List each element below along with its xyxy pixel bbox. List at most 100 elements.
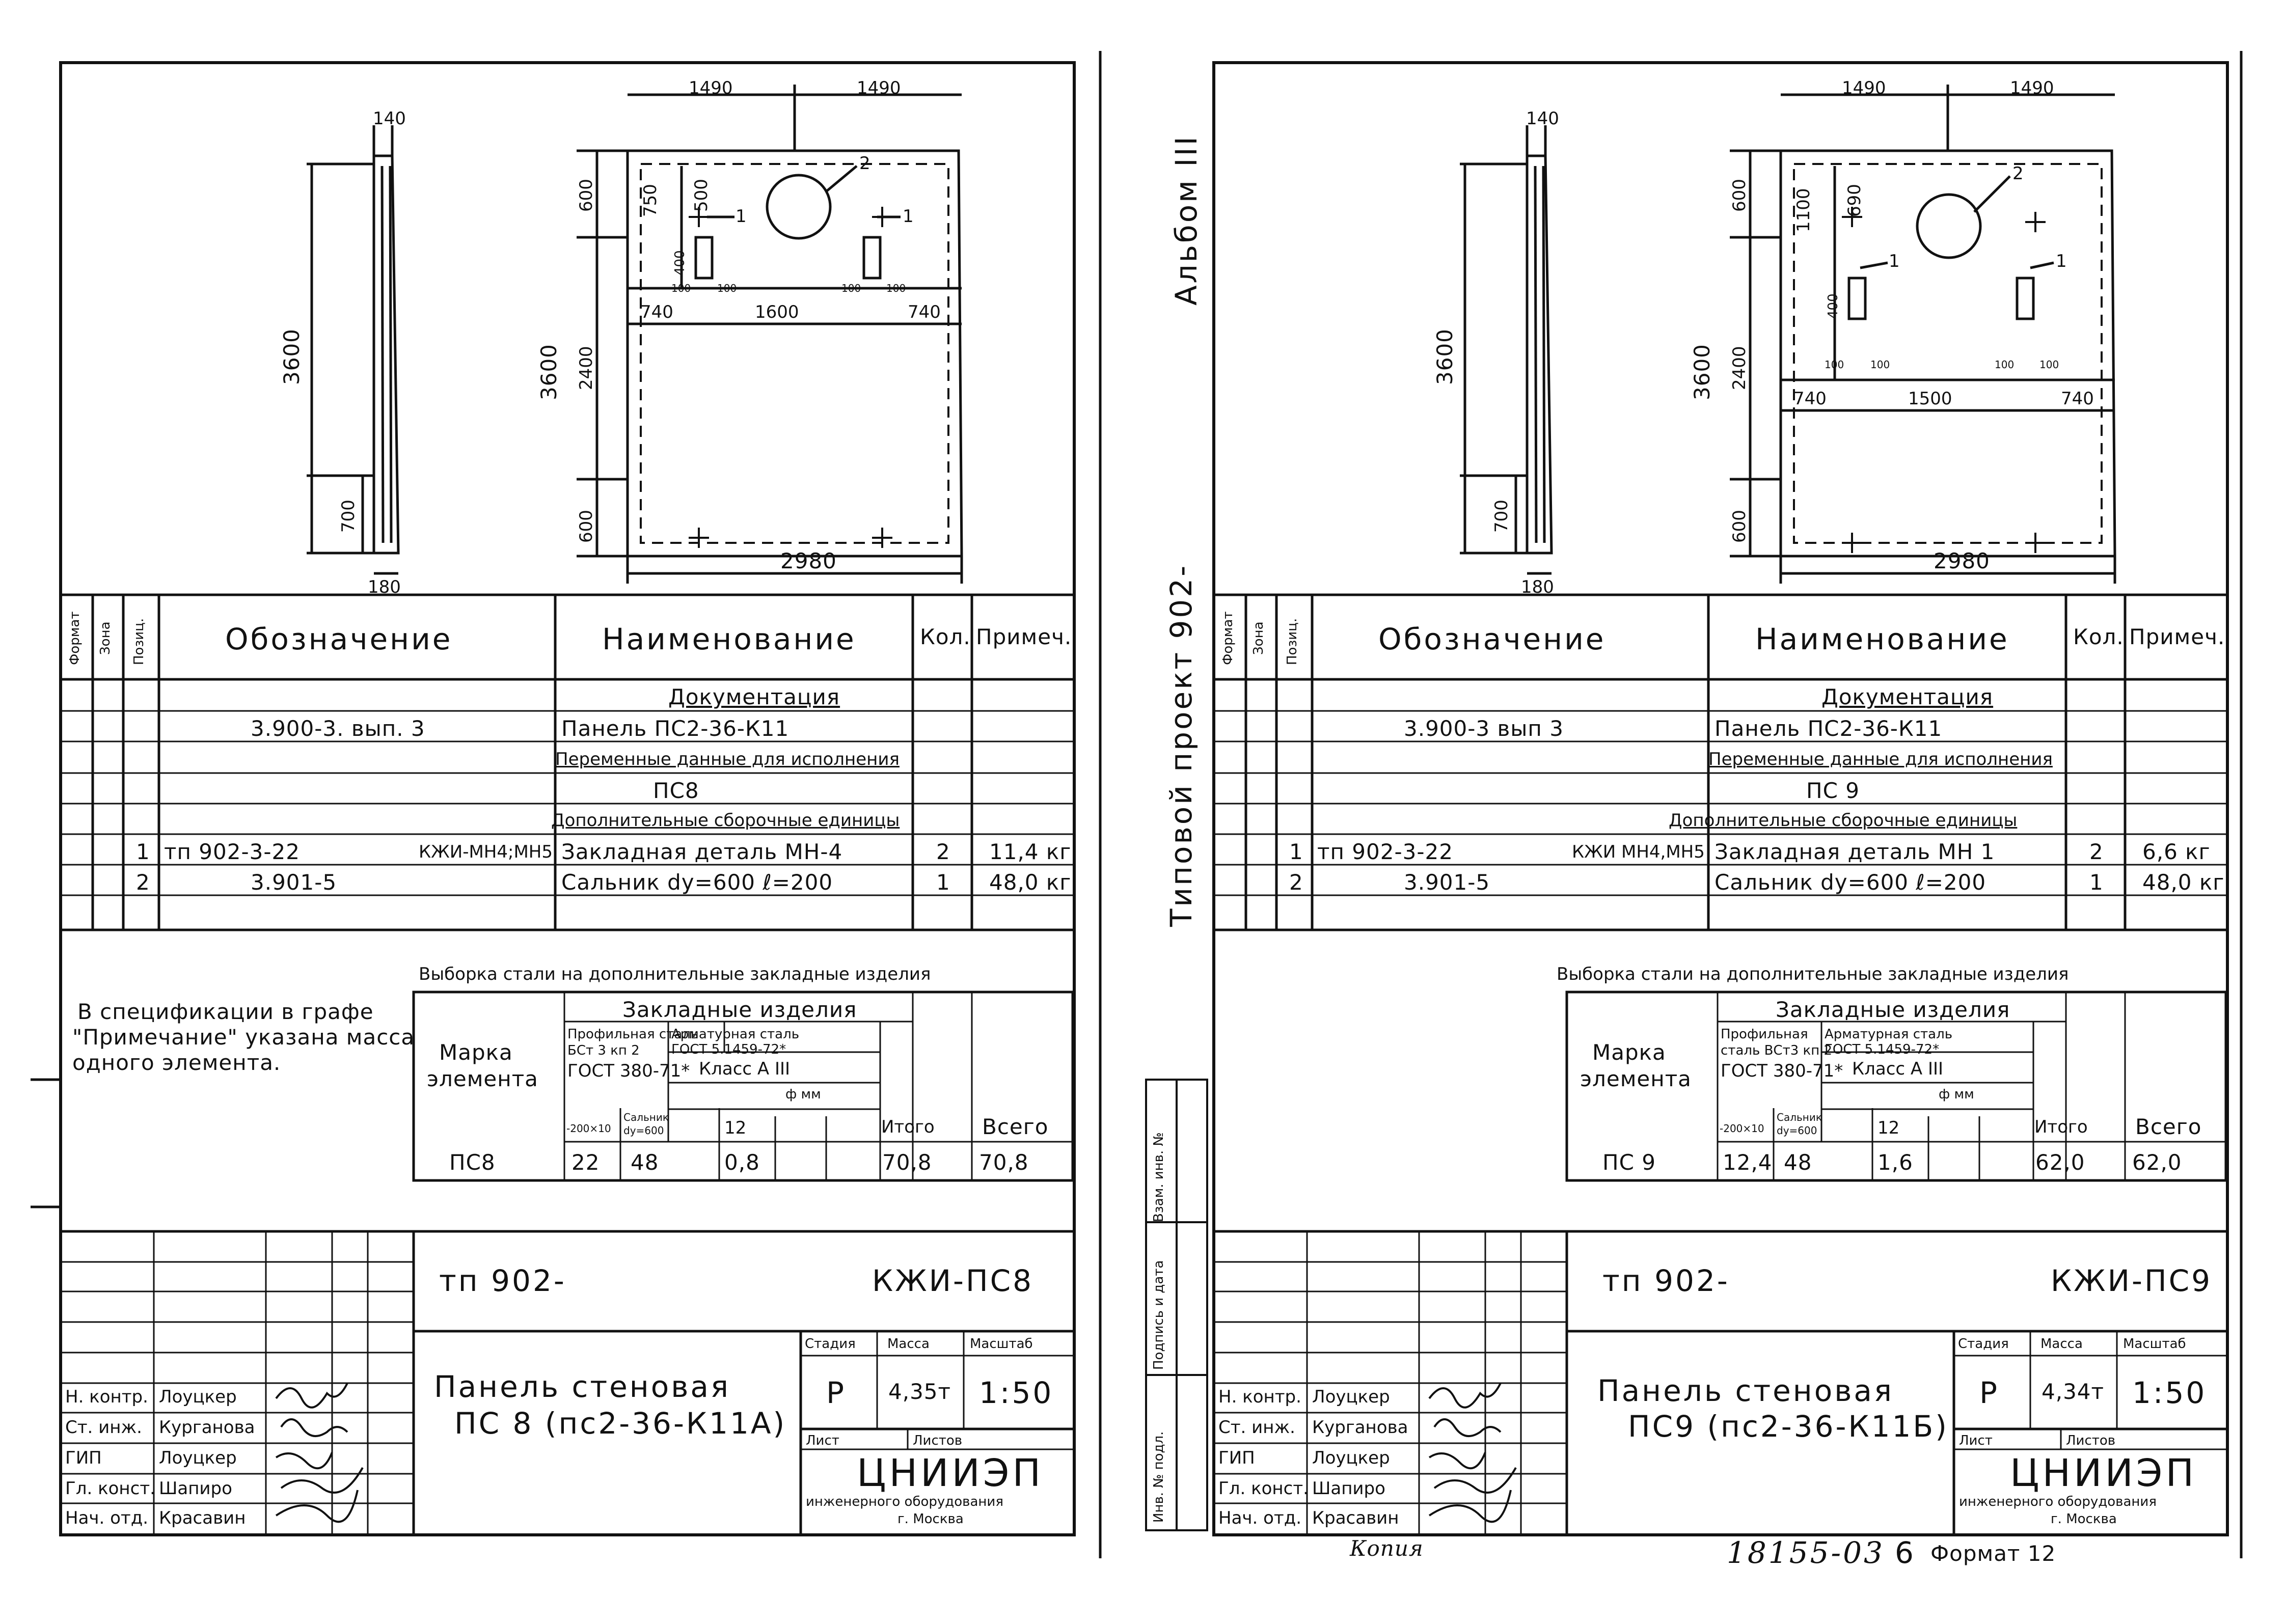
footer-copy: Копия [1350, 1536, 1424, 1561]
variant: ПС 9 [1806, 778, 1860, 803]
steel-mark-label-1: Марка [1592, 1040, 1666, 1065]
steel-sub-2b: dy=600 [623, 1124, 664, 1137]
margin-album: Альбом III [1169, 134, 1204, 306]
person-2-name: Курганова [159, 1417, 255, 1438]
steel-sub-1: -200×10 [566, 1122, 611, 1135]
steel-prof-1: Профильная [1721, 1027, 1808, 1042]
dim-d3: 100 [1995, 359, 2015, 371]
remark-line-2: "Примечание" указана масса [72, 1025, 415, 1050]
stamp-mass-label: Масса [887, 1336, 930, 1352]
row-1-name: Закладная деталь МН-4 [561, 839, 843, 864]
remark-line-3: одного элемента. [72, 1050, 281, 1075]
col-name: Наименование [602, 622, 856, 656]
stamp-org-2: инженерного оборудования [806, 1494, 1003, 1509]
dim-width-left: 1490 [1842, 78, 1886, 98]
row-1-pos: 1 [1289, 839, 1303, 864]
person-5-name: Красавин [159, 1508, 246, 1528]
steel-v-all: 70,8 [979, 1150, 1029, 1175]
stamp-stage-label: Стадия [805, 1336, 856, 1352]
margin-inv: Инв. № подл. [1151, 1431, 1166, 1523]
stamp-stage: Р [826, 1375, 846, 1410]
person-2-role: Ст. инж. [65, 1417, 142, 1438]
margin-inv-sub: Взам. инв. № [1151, 1132, 1166, 1222]
stamp-code-left: тп 902- [1602, 1263, 1730, 1298]
person-4-name: Шапиро [1312, 1478, 1385, 1499]
callout-part-1: 1 [736, 206, 747, 227]
sheet-left: 140 180 3600 700 1490 1490 2980 3600 600… [59, 61, 1076, 1536]
dim-width-left: 1490 [689, 78, 733, 98]
stamp-title-1: Панель стеновая [434, 1369, 730, 1404]
stamp-sheets-label: Листов [913, 1433, 963, 1448]
dim-d4: 100 [2039, 359, 2059, 371]
stamp-title-1: Панель стеновая [1597, 1373, 1894, 1408]
section-variable-data: Переменные данные для исполнения [555, 749, 900, 769]
signatures-left [275, 1383, 364, 1523]
dim-section-bottom: 180 [368, 577, 401, 597]
dim-g: 740 [908, 302, 941, 322]
dim-d3: 100 [841, 282, 861, 294]
margin-project: Типовой проект 902- [1164, 563, 1199, 927]
dim-section-bottom: 180 [1521, 577, 1554, 597]
dim-width-right: 1490 [857, 78, 901, 98]
dim-d4: 100 [886, 282, 906, 294]
stamp-org-2: инженерного оборудования [1959, 1494, 2157, 1509]
stamp-sheet-label: Лист [806, 1433, 839, 1448]
person-1-role: Н. контр. [65, 1387, 148, 1407]
steel-total-label: Итого [881, 1117, 935, 1137]
person-2-role: Ст. инж. [1218, 1417, 1295, 1438]
steel-prof-1: Профильная сталь [567, 1027, 699, 1042]
stamp-mass: 4,35т [888, 1379, 951, 1404]
row-2-qty: 1 [936, 870, 950, 895]
row-1-designation-2: КЖИ-МН4;МН5 [419, 842, 553, 862]
dim-section-top: 140 [1526, 108, 1559, 129]
stamp-code-left: тп 902- [439, 1263, 566, 1298]
section-documentation: Документация [668, 684, 840, 709]
steel-v-all: 62,0 [2132, 1150, 2182, 1175]
col-note: Примеч. [2129, 624, 2225, 649]
person-4-role: Гл. конст. [65, 1478, 155, 1499]
panel-drawing-ps9 [1460, 85, 2116, 584]
person-3-role: ГИП [65, 1448, 102, 1468]
row-1-note: 6,6 кг [2142, 839, 2211, 864]
steel-all-label: Всего [2135, 1114, 2202, 1139]
person-3-name: Лоуцкер [1312, 1448, 1390, 1468]
row-1-name: Закладная деталь МН 1 [1715, 839, 1995, 864]
steel-sub-2a: Сальник [623, 1111, 669, 1123]
stamp-mass: 4,34т [2042, 1379, 2104, 1404]
stamp-stage: Р [1979, 1375, 1999, 1410]
doc-designation: 3.900-3. вып. 3 [251, 716, 425, 741]
stamp-scale-label: Масштаб [2123, 1336, 2186, 1352]
dim-width-right: 1490 [2010, 78, 2054, 98]
person-5-role: Нач. отд. [65, 1508, 149, 1528]
stamp-city: г. Москва [897, 1511, 964, 1527]
person-1-name: Лоуцкер [1312, 1387, 1390, 1407]
col-designation: Обозначение [225, 622, 453, 656]
dim-f: 1500 [1908, 389, 1952, 409]
stamp-code-right: КЖИ-ПС9 [2051, 1263, 2212, 1298]
steel-all-label: Всего [982, 1114, 1049, 1139]
row-2-designation: 3.901-5 [1404, 870, 1490, 895]
col-designation: Обозначение [1378, 622, 1606, 656]
steel-v1: 22 [572, 1150, 600, 1175]
steel-arm-class: Класс А III [1852, 1059, 1944, 1079]
steel-v-total: 62,0 [2035, 1150, 2085, 1175]
dim-e: 740 [640, 302, 673, 322]
row-1-designation: тп 902-3-22 [1317, 839, 1453, 864]
margin-sign: Подпись и дата [1151, 1260, 1166, 1370]
col-qty: Кол. [920, 624, 971, 649]
spec-table-grid [1215, 593, 2227, 1533]
row-1-designation-2: КЖИ МН4,МН5 [1572, 842, 1705, 862]
stamp-code-right: КЖИ-ПС8 [872, 1263, 1033, 1298]
steel-prof-3: ГОСТ 380-71* [1721, 1061, 1843, 1081]
row-2-designation: 3.901-5 [251, 870, 337, 895]
stamp-city: г. Москва [2051, 1511, 2117, 1527]
person-5-role: Нач. отд. [1218, 1508, 1302, 1528]
person-4-role: Гл. конст. [1218, 1478, 1309, 1499]
stamp-title-2: ПС9 (пс2-36-К11Б) [1628, 1409, 1949, 1444]
sheet-right: 140 180 3600 700 1490 1490 2980 3600 600… [1212, 61, 2229, 1536]
callout-part-1: 1 [1889, 251, 1900, 271]
steel-arm-2: ГОСТ 5.1459-72* [1825, 1042, 1940, 1057]
person-5-name: Красавин [1312, 1508, 1399, 1528]
steel-group: Закладные изделия [622, 997, 857, 1022]
